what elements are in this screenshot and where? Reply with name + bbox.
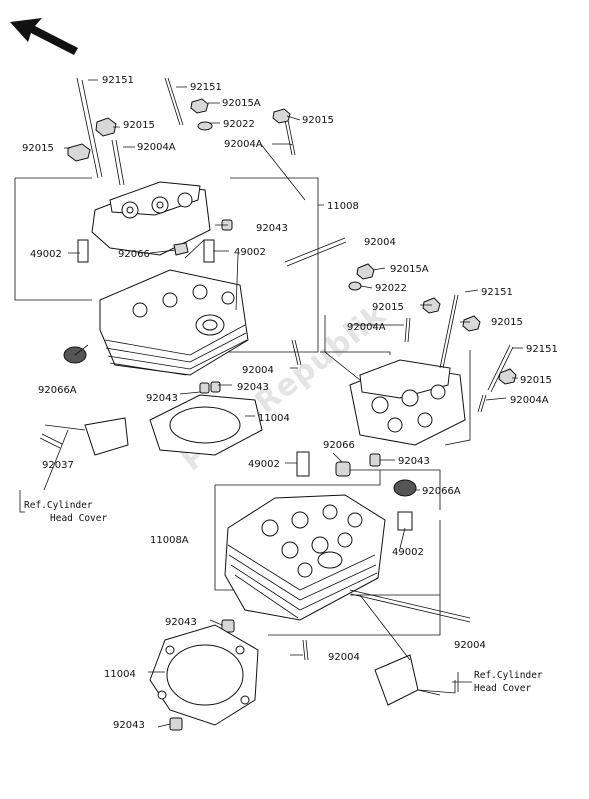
label-92043: 92043 (113, 720, 145, 731)
label-92004: 92004 (454, 640, 486, 651)
label-49002: 49002 (234, 247, 266, 258)
ref-note-left-line1: Ref.Cylinder (24, 500, 93, 511)
part-number-labels: 92151 92151 92015A 92015 92022 92015 920… (22, 75, 558, 731)
label-92015a: 92015A (222, 98, 261, 109)
label-11004: 11004 (258, 413, 290, 424)
label-11004: 11004 (104, 669, 136, 680)
front-cam-carrier-drawing (320, 263, 523, 467)
label-92022: 92022 (375, 283, 407, 294)
label-92043: 92043 (146, 393, 178, 404)
label-92004: 92004 (242, 365, 274, 376)
label-92043: 92043 (237, 382, 269, 393)
front-cylinder-head-drawing (148, 451, 471, 731)
label-92043: 92043 (398, 456, 430, 467)
ref-note-right-line2: Head Cover (474, 683, 531, 694)
label-92151: 92151 (481, 287, 513, 298)
label-49002: 49002 (30, 249, 62, 260)
label-92043: 92043 (256, 223, 288, 234)
label-92043: 92043 (165, 617, 197, 628)
label-92151: 92151 (526, 344, 558, 355)
label-92004a: 92004A (137, 142, 176, 153)
label-92066a: 92066A (38, 385, 77, 396)
label-92004: 92004 (364, 237, 396, 248)
label-92015: 92015 (491, 317, 523, 328)
label-92066: 92066 (323, 440, 355, 451)
label-92066: 92066 (118, 249, 150, 260)
label-92015: 92015 (123, 120, 155, 131)
label-92015a: 92015A (390, 264, 429, 275)
label-11008: 11008 (327, 201, 359, 212)
rear-cylinder-head-drawing (14, 77, 347, 491)
label-92022: 92022 (223, 119, 255, 130)
label-49002: 49002 (248, 459, 280, 470)
label-92004a: 92004A (347, 322, 386, 333)
label-92066a: 92066A (422, 486, 461, 497)
label-92015: 92015 (22, 143, 54, 154)
label-92015: 92015 (520, 375, 552, 386)
label-92037: 92037 (42, 460, 74, 471)
label-92015: 92015 (372, 302, 404, 313)
label-92004a: 92004A (510, 395, 549, 406)
front-direction-arrow-icon (10, 18, 78, 55)
reference-notes: Ref.Cylinder Head Cover Ref.Cylinder Hea… (19, 490, 543, 694)
ref-note-left-line2: Head Cover (50, 513, 107, 524)
label-11008a: 11008A (150, 535, 189, 546)
ref-note-right-line1: Ref.Cylinder (474, 670, 543, 681)
label-92004a: 92004A (224, 139, 263, 150)
label-92151: 92151 (102, 75, 134, 86)
label-49002: 49002 (392, 547, 424, 558)
label-92004: 92004 (328, 652, 360, 663)
label-92151: 92151 (190, 82, 222, 93)
label-92015: 92015 (302, 115, 334, 126)
